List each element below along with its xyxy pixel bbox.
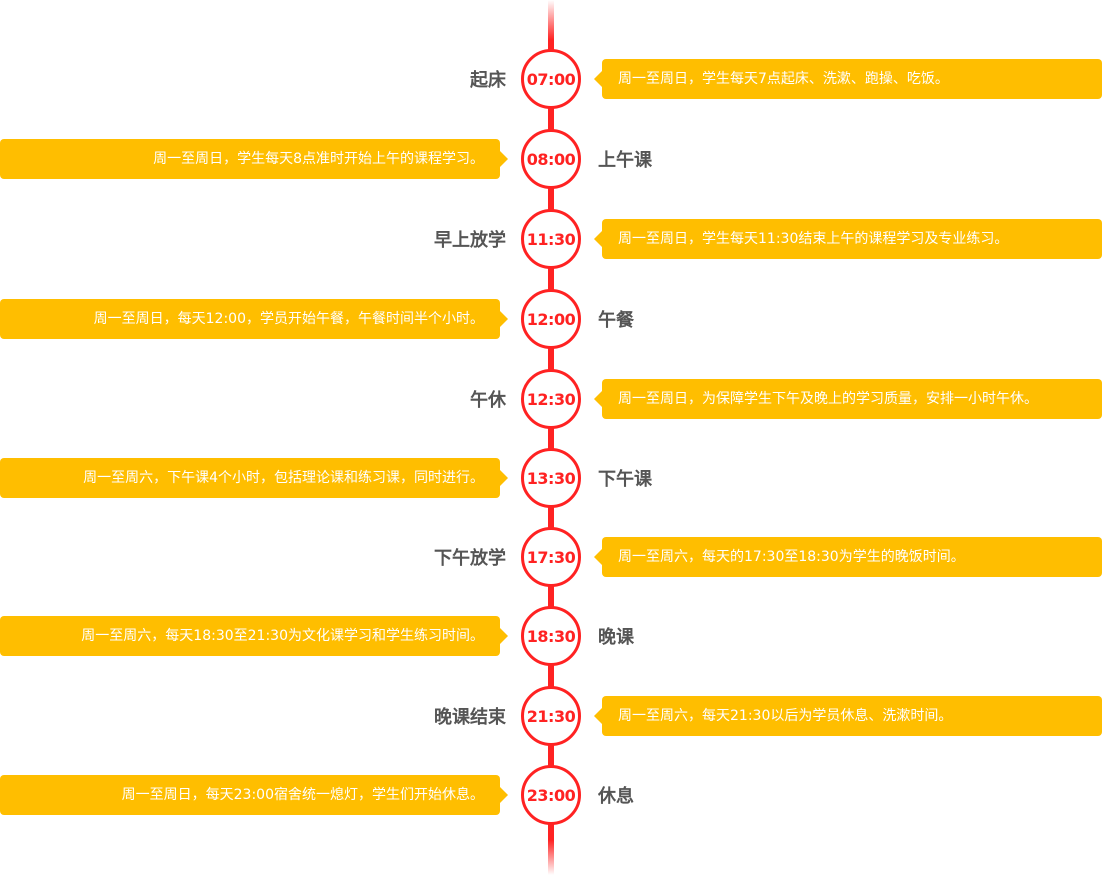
timeline-item: 休息 23:00 周一至周日，每天23:00宿舍统一熄灯，学生们开始休息。 [0, 765, 1102, 825]
event-label: 晚课 [598, 627, 634, 648]
timeline-item: 起床 07:00 周一至周日，学生每天7点起床、洗漱、跑操、吃饭。 [0, 49, 1102, 109]
event-label: 午休 [470, 390, 506, 411]
event-label: 休息 [598, 786, 634, 807]
event-label: 起床 [470, 70, 506, 91]
timeline-item: 早上放学 11:30 周一至周日，学生每天11:30结束上午的课程学习及专业练习。 [0, 209, 1102, 269]
description-bubble: 周一至周日，每天12:00，学员开始午餐，午餐时间半个小时。 [0, 299, 508, 339]
description-bubble: 周一至周日，学生每天8点准时开始上午的课程学习。 [0, 139, 508, 179]
description-bubble: 周一至周日，学生每天7点起床、洗漱、跑操、吃饭。 [594, 59, 1102, 99]
timeline-item: 晚课 18:30 周一至周六，每天18:30至21:30为文化课学习和学生练习时间。 [0, 606, 1102, 666]
description-bubble: 周一至周六，每天21:30以后为学员休息、洗漱时间。 [594, 696, 1102, 736]
description-bubble: 周一至周六，下午课4个小时，包括理论课和练习课，同时进行。 [0, 458, 508, 498]
time-circle: 18:30 [521, 606, 581, 666]
time-circle: 23:00 [521, 765, 581, 825]
time-circle: 13:30 [521, 448, 581, 508]
time-circle: 21:30 [521, 686, 581, 746]
event-label: 早上放学 [434, 230, 506, 251]
event-label: 午餐 [598, 310, 634, 331]
timeline-item: 下午课 13:30 周一至周六，下午课4个小时，包括理论课和练习课，同时进行。 [0, 448, 1102, 508]
description-bubble: 周一至周六，每天18:30至21:30为文化课学习和学生练习时间。 [0, 616, 508, 656]
time-circle: 07:00 [521, 49, 581, 109]
description-bubble: 周一至周六，每天的17:30至18:30为学生的晚饭时间。 [594, 537, 1102, 577]
time-circle: 11:30 [521, 209, 581, 269]
event-label: 上午课 [598, 150, 652, 171]
time-circle: 17:30 [521, 527, 581, 587]
event-label: 晚课结束 [434, 707, 506, 728]
timeline-item: 下午放学 17:30 周一至周六，每天的17:30至18:30为学生的晚饭时间。 [0, 527, 1102, 587]
description-bubble: 周一至周日，学生每天11:30结束上午的课程学习及专业练习。 [594, 219, 1102, 259]
description-bubble: 周一至周日，为保障学生下午及晚上的学习质量，安排一小时午休。 [594, 379, 1102, 419]
event-label: 下午放学 [434, 548, 506, 569]
timeline-item: 午休 12:30 周一至周日，为保障学生下午及晚上的学习质量，安排一小时午休。 [0, 369, 1102, 429]
timeline-item: 上午课 08:00 周一至周日，学生每天8点准时开始上午的课程学习。 [0, 129, 1102, 189]
timeline-line [548, 0, 554, 880]
timeline-item: 晚课结束 21:30 周一至周六，每天21:30以后为学员休息、洗漱时间。 [0, 686, 1102, 746]
description-bubble: 周一至周日，每天23:00宿舍统一熄灯，学生们开始休息。 [0, 775, 508, 815]
timeline-item: 午餐 12:00 周一至周日，每天12:00，学员开始午餐，午餐时间半个小时。 [0, 289, 1102, 349]
event-label: 下午课 [598, 469, 652, 490]
time-circle: 08:00 [521, 129, 581, 189]
time-circle: 12:30 [521, 369, 581, 429]
time-circle: 12:00 [521, 289, 581, 349]
